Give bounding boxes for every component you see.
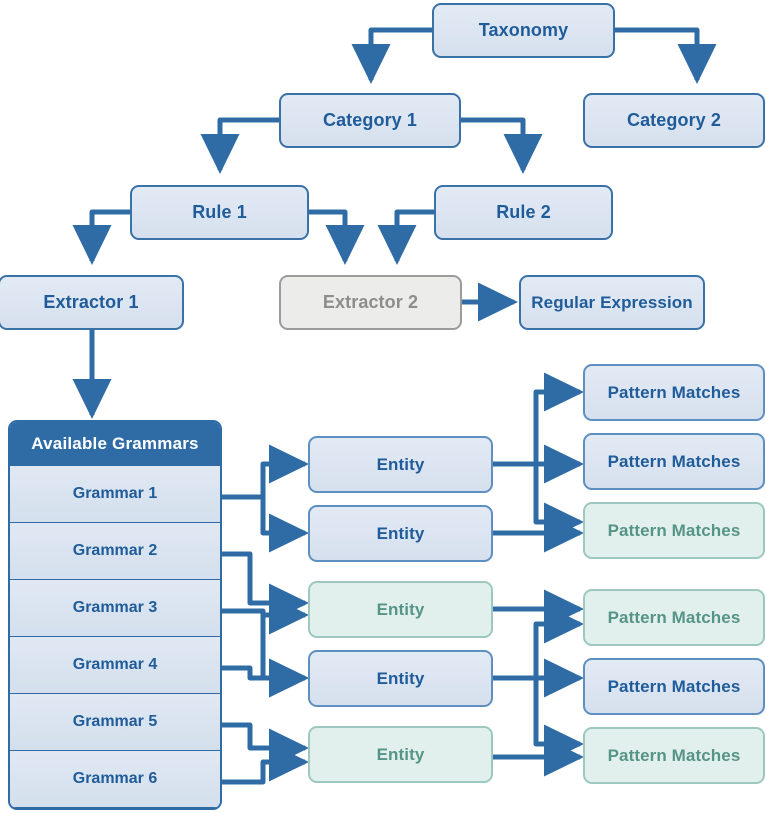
node-pattern-matches-1-label: Pattern Matches [607, 382, 741, 402]
node-entity-5[interactable]: Entity [308, 726, 493, 783]
grammar-row-3-label: Grammar 3 [72, 599, 158, 616]
node-pattern-matches-1[interactable]: Pattern Matches [583, 364, 765, 421]
edge-entity4-pm4 [533, 604, 585, 678]
available-grammars-table: Available Grammars Grammar 1 Grammar 2 G… [8, 420, 222, 810]
grammar-row-1-label: Grammar 1 [72, 485, 158, 502]
node-taxonomy-label: Taxonomy [478, 20, 569, 41]
grammars-table-header-label: Available Grammars [31, 433, 199, 453]
node-category-1-label: Category 1 [322, 110, 418, 131]
edge-entity1-pm3 [533, 464, 585, 542]
grammar-row-1[interactable]: Grammar 1 [10, 465, 220, 522]
node-extractor-2-label: Extractor 2 [322, 292, 419, 313]
node-category-1[interactable]: Category 1 [279, 93, 461, 148]
node-category-2-label: Category 2 [626, 110, 722, 131]
node-pattern-matches-4-label: Pattern Matches [607, 607, 741, 627]
edge-rule1-extractor2 [309, 209, 365, 266]
edge-grammar1-entity2 [260, 497, 310, 553]
node-pattern-matches-4[interactable]: Pattern Matches [583, 589, 765, 646]
node-rule-2-label: Rule 2 [496, 202, 551, 223]
edge-grammar3-entity4 [260, 611, 310, 698]
node-pattern-matches-2[interactable]: Pattern Matches [583, 433, 765, 490]
grammar-row-5-label: Grammar 5 [72, 713, 158, 730]
grammar-row-5[interactable]: Grammar 5 [10, 693, 220, 750]
node-pattern-matches-6[interactable]: Pattern Matches [583, 727, 765, 784]
node-category-2[interactable]: Category 2 [583, 93, 765, 148]
grammar-row-4[interactable]: Grammar 4 [10, 636, 220, 693]
node-extractor-1[interactable]: Extractor 1 [0, 275, 184, 330]
node-entity-4[interactable]: Entity [308, 650, 493, 707]
node-regular-expression-label: Regular Expression [531, 292, 693, 312]
grammars-table-header: Available Grammars [10, 422, 220, 465]
grammar-row-6[interactable]: Grammar 6 [10, 750, 220, 807]
grammar-row-2[interactable]: Grammar 2 [10, 522, 220, 579]
edge-rule1-extractor1 [72, 209, 130, 266]
node-extractor-1-label: Extractor 1 [43, 292, 139, 313]
edge-grammar4-entity4 [222, 658, 310, 698]
edge-taxonomy-category2 [615, 27, 717, 85]
node-regular-expression[interactable]: Regular Expression [519, 275, 705, 330]
node-taxonomy[interactable]: Taxonomy [432, 3, 615, 58]
node-entity-3-label: Entity [376, 599, 425, 619]
node-extractor-2[interactable]: Extractor 2 [279, 275, 462, 330]
edge-grammar2-entity3 [222, 551, 310, 623]
edge-category1-rule2 [461, 117, 543, 175]
grammar-row-3[interactable]: Grammar 3 [10, 579, 220, 636]
node-entity-1[interactable]: Entity [308, 436, 493, 493]
edge-grammar1-entity1 [222, 444, 310, 500]
node-pattern-matches-6-label: Pattern Matches [607, 745, 741, 765]
node-entity-3[interactable]: Entity [308, 581, 493, 638]
node-pattern-matches-5-label: Pattern Matches [607, 676, 741, 696]
node-entity-5-label: Entity [376, 744, 425, 764]
edge-entity4-pm6 [533, 678, 585, 764]
node-pattern-matches-3-label: Pattern Matches [607, 520, 741, 540]
node-pattern-matches-3[interactable]: Pattern Matches [583, 502, 765, 559]
node-rule-1[interactable]: Rule 1 [130, 185, 309, 240]
edge-grammar3-entity3 [222, 595, 310, 635]
grammar-row-4-label: Grammar 4 [72, 656, 158, 673]
node-entity-1-label: Entity [376, 454, 425, 474]
edge-grammar6-entity5 [222, 742, 310, 785]
node-entity-2-label: Entity [376, 523, 425, 543]
edge-grammar5-entity5 [222, 722, 310, 768]
node-pattern-matches-5[interactable]: Pattern Matches [583, 658, 765, 715]
grammars-table-footer [10, 807, 220, 808]
node-entity-2[interactable]: Entity [308, 505, 493, 562]
node-entity-4-label: Entity [376, 668, 425, 688]
edge-rule2-extractor2 [377, 209, 434, 266]
grammar-row-2-label: Grammar 2 [72, 542, 158, 559]
node-rule-1-label: Rule 1 [192, 202, 247, 223]
edge-entity1-pm1 [533, 372, 585, 464]
grammar-row-6-label: Grammar 6 [72, 770, 158, 787]
edge-category1-rule1 [200, 117, 279, 175]
edge-taxonomy-category1 [351, 27, 432, 85]
node-pattern-matches-2-label: Pattern Matches [607, 451, 741, 471]
node-rule-2[interactable]: Rule 2 [434, 185, 613, 240]
